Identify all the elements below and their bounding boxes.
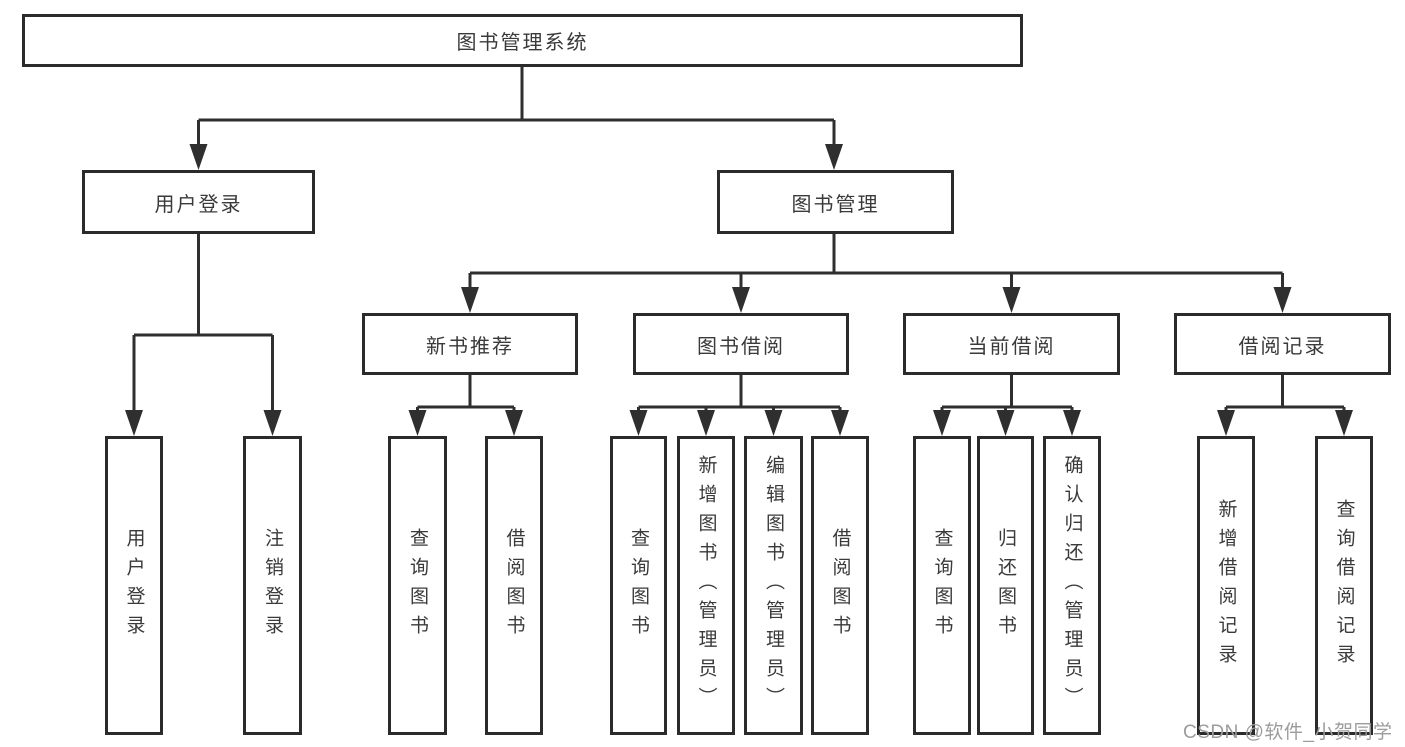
- leaf-confirm-return-admin-label: 确认归还（管理员）: [1061, 455, 1083, 716]
- watermark: CSDN @软件_小贺同学: [1183, 722, 1393, 743]
- node-user-login-label: 用户登录: [154, 193, 243, 216]
- leaf-query-books-recommend: 查询图书: [388, 436, 447, 735]
- node-borrow-records: 借阅记录: [1174, 313, 1391, 375]
- leaf-query-books-current: 查询图书: [913, 436, 971, 735]
- node-current-borrow-label: 当前借阅: [967, 335, 1056, 358]
- node-user-login: 用户登录: [82, 170, 315, 234]
- node-root: 图书管理系统: [22, 14, 1023, 67]
- node-book-borrow-label: 图书借阅: [697, 335, 785, 358]
- leaf-add-borrow-record: 新增借阅记录: [1197, 436, 1255, 735]
- leaf-borrow-books-recommend: 借阅图书: [485, 436, 543, 735]
- leaf-query-books-borrow: 查询图书: [610, 436, 667, 735]
- leaf-edit-book-admin-label: 编辑图书（管理员）: [763, 455, 784, 716]
- leaf-user-login-label: 用户登录: [123, 527, 145, 644]
- node-root-label: 图书管理系统: [456, 32, 589, 54]
- node-new-book-recommend-label: 新书推荐: [426, 335, 514, 358]
- leaf-logout: 注销登录: [243, 436, 302, 735]
- leaf-add-book-admin: 新增图书（管理员）: [677, 436, 735, 735]
- arrowhead-icons: [125, 144, 1353, 436]
- leaf-borrow-books-recommend-label: 借阅图书: [503, 527, 525, 644]
- node-new-book-recommend: 新书推荐: [362, 313, 578, 375]
- leaf-confirm-return-admin: 确认归还（管理员）: [1043, 436, 1101, 735]
- node-book-management-label: 图书管理: [791, 193, 880, 216]
- node-current-borrow: 当前借阅: [903, 313, 1120, 375]
- leaf-add-borrow-record-label: 新增借阅记录: [1215, 498, 1237, 673]
- node-book-management: 图书管理: [717, 170, 954, 234]
- leaf-query-borrow-record-label: 查询借阅记录: [1333, 498, 1355, 673]
- leaf-add-book-admin-label: 新增图书（管理员）: [695, 455, 717, 716]
- leaf-logout-label: 注销登录: [262, 527, 283, 644]
- node-borrow-records-label: 借阅记录: [1238, 335, 1327, 358]
- leaf-return-book: 归还图书: [977, 436, 1034, 735]
- leaf-query-books-recommend-label: 查询图书: [407, 527, 428, 644]
- node-book-borrow: 图书借阅: [633, 313, 849, 375]
- leaf-user-login: 用户登录: [105, 436, 163, 735]
- leaf-return-book-label: 归还图书: [995, 527, 1016, 644]
- leaf-borrow-books-borrow-label: 借阅图书: [829, 527, 851, 644]
- connector-segments: [132, 67, 1346, 432]
- leaf-edit-book-admin: 编辑图书（管理员）: [744, 436, 803, 735]
- leaf-borrow-books-borrow: 借阅图书: [811, 436, 869, 735]
- leaf-query-books-current-label: 查询图书: [931, 527, 953, 644]
- leaf-query-borrow-record: 查询借阅记录: [1315, 436, 1373, 735]
- leaf-query-books-borrow-label: 查询图书: [628, 527, 649, 644]
